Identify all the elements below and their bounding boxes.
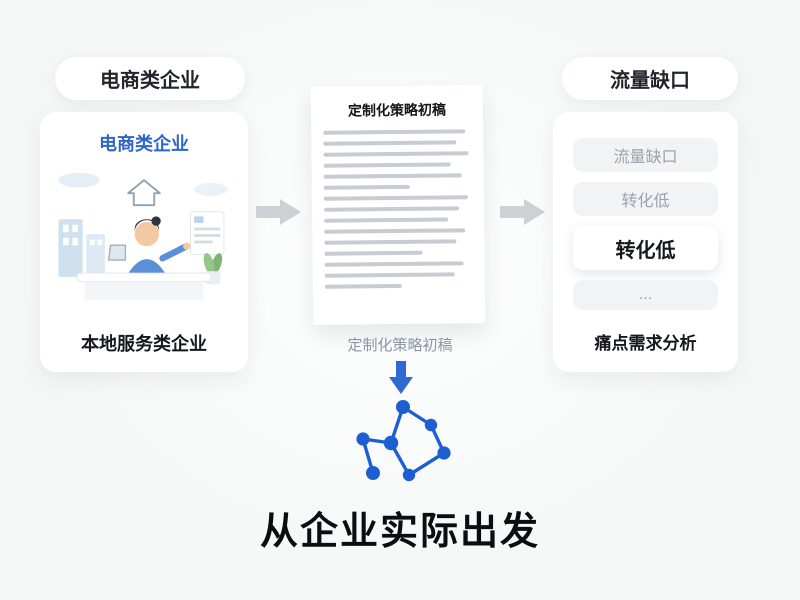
pain-point-item: 流量缺口 (573, 138, 718, 172)
arrow-right-icon (500, 199, 545, 225)
network-graph-icon (356, 400, 451, 482)
strategy-document: 定制化策略初稿 (310, 85, 486, 325)
doc-text-line (323, 162, 451, 168)
enterprise-card-title: 电商类企业 (99, 134, 189, 154)
office-worker-illustration (58, 172, 228, 301)
pain-point-label: 转化低 (621, 193, 670, 210)
doc-text-line (324, 239, 457, 245)
headline: 从企业实际出发 (259, 511, 540, 553)
badge-traffic-gap-label: 流量缺口 (610, 70, 690, 92)
strategy-document-title: 定制化策略初稿 (347, 101, 447, 119)
pain-points-card-footer: 痛点需求分析 (594, 334, 697, 353)
doc-text-line (324, 283, 402, 289)
arrow-right-icon (256, 199, 301, 225)
badge-traffic-gap: 流量缺口 (562, 57, 738, 100)
pain-point-label: 流量缺口 (613, 149, 678, 166)
pain-point-label: ... (638, 286, 653, 303)
doc-text-line (323, 173, 462, 179)
doc-text-line (323, 151, 469, 157)
doc-text-line (324, 250, 423, 256)
badge-ecommerce: 电商类企业 (55, 57, 245, 100)
document-caption: 定制化策略初稿 (347, 337, 453, 354)
pain-point-item-selected: 转化低 (573, 226, 718, 270)
doc-text-line (323, 195, 468, 201)
pain-point-item-more: ... (573, 280, 718, 310)
pain-point-label: 转化低 (615, 239, 676, 262)
doc-text-line (323, 129, 466, 135)
house-icon (127, 179, 161, 207)
doc-text-line (324, 272, 455, 278)
doc-text-line (324, 206, 459, 212)
doc-text-line (323, 184, 410, 190)
enterprise-card-footer: 本地服务类企业 (81, 334, 207, 354)
badge-ecommerce-label: 电商类企业 (100, 70, 200, 92)
strategy-document-body (323, 129, 473, 289)
doc-text-line (324, 228, 465, 234)
doc-text-line (324, 261, 464, 267)
pain-point-item: 转化低 (573, 182, 718, 216)
doc-text-line (323, 140, 457, 146)
enterprise-card: 电商类企业 (40, 112, 248, 372)
pain-points-card: 流量缺口 转化低 转化低 ... 痛点需求分析 (553, 112, 738, 372)
doc-text-line (324, 217, 449, 223)
arrow-down-icon (389, 361, 413, 394)
